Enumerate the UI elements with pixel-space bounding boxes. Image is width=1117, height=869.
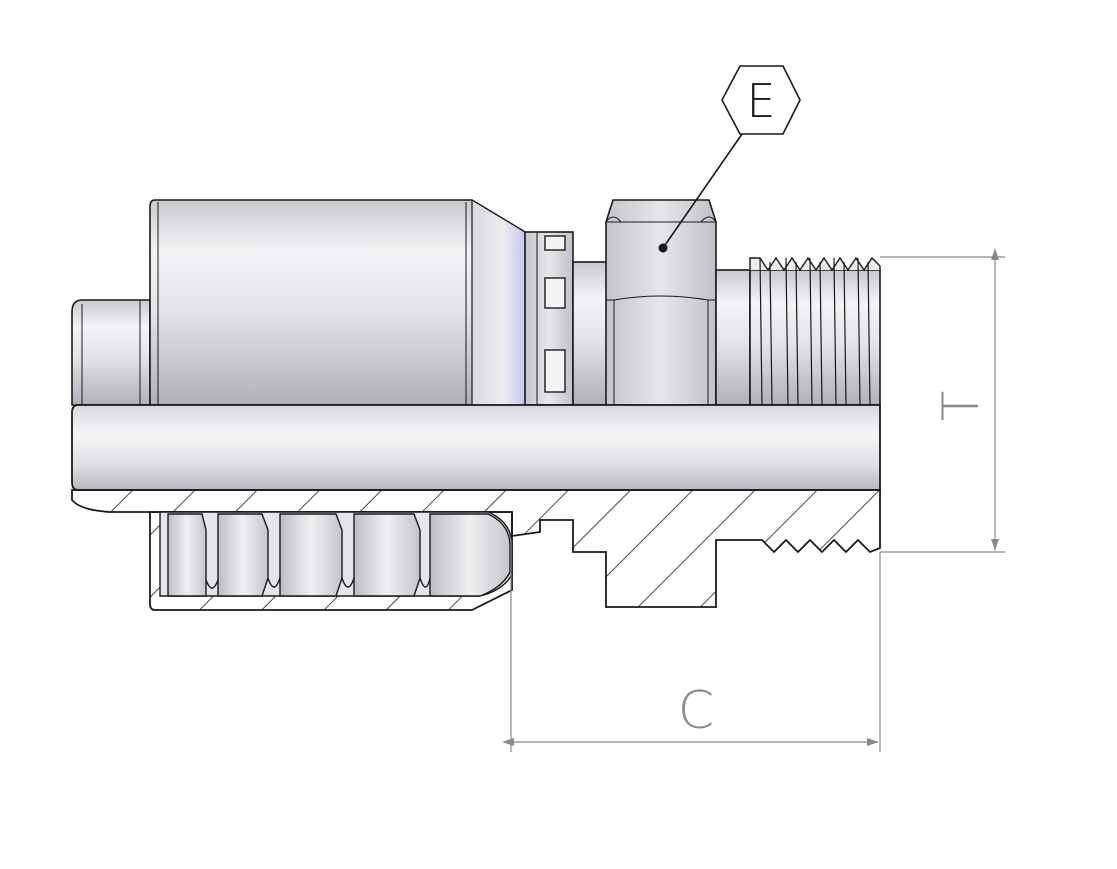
callout-dot — [658, 243, 668, 253]
ferrule — [149, 199, 526, 406]
hex-nut — [605, 199, 717, 406]
insert-wall-section — [71, 489, 881, 608]
inner-bore — [71, 404, 881, 491]
hex-callout: E — [658, 65, 801, 253]
dimension-label-c: C — [678, 681, 714, 741]
fitting-section-view — [71, 489, 881, 611]
grip-ribs — [167, 513, 511, 597]
collar-slot — [544, 235, 566, 251]
thread-relief — [715, 269, 751, 406]
callout-label-e: E — [746, 74, 775, 128]
fitting-exterior-view — [71, 198, 881, 406]
threaded-end — [749, 269, 881, 406]
length-dimension — [502, 540, 881, 752]
thread-dimension — [880, 248, 1005, 553]
collar-slot — [544, 349, 566, 393]
neck — [572, 261, 608, 406]
insert-tail — [71, 299, 151, 406]
collar-slot — [544, 277, 566, 309]
callout-leader — [662, 133, 743, 249]
callout-hexagon — [721, 65, 801, 135]
dimension-label-t: T — [932, 391, 990, 422]
